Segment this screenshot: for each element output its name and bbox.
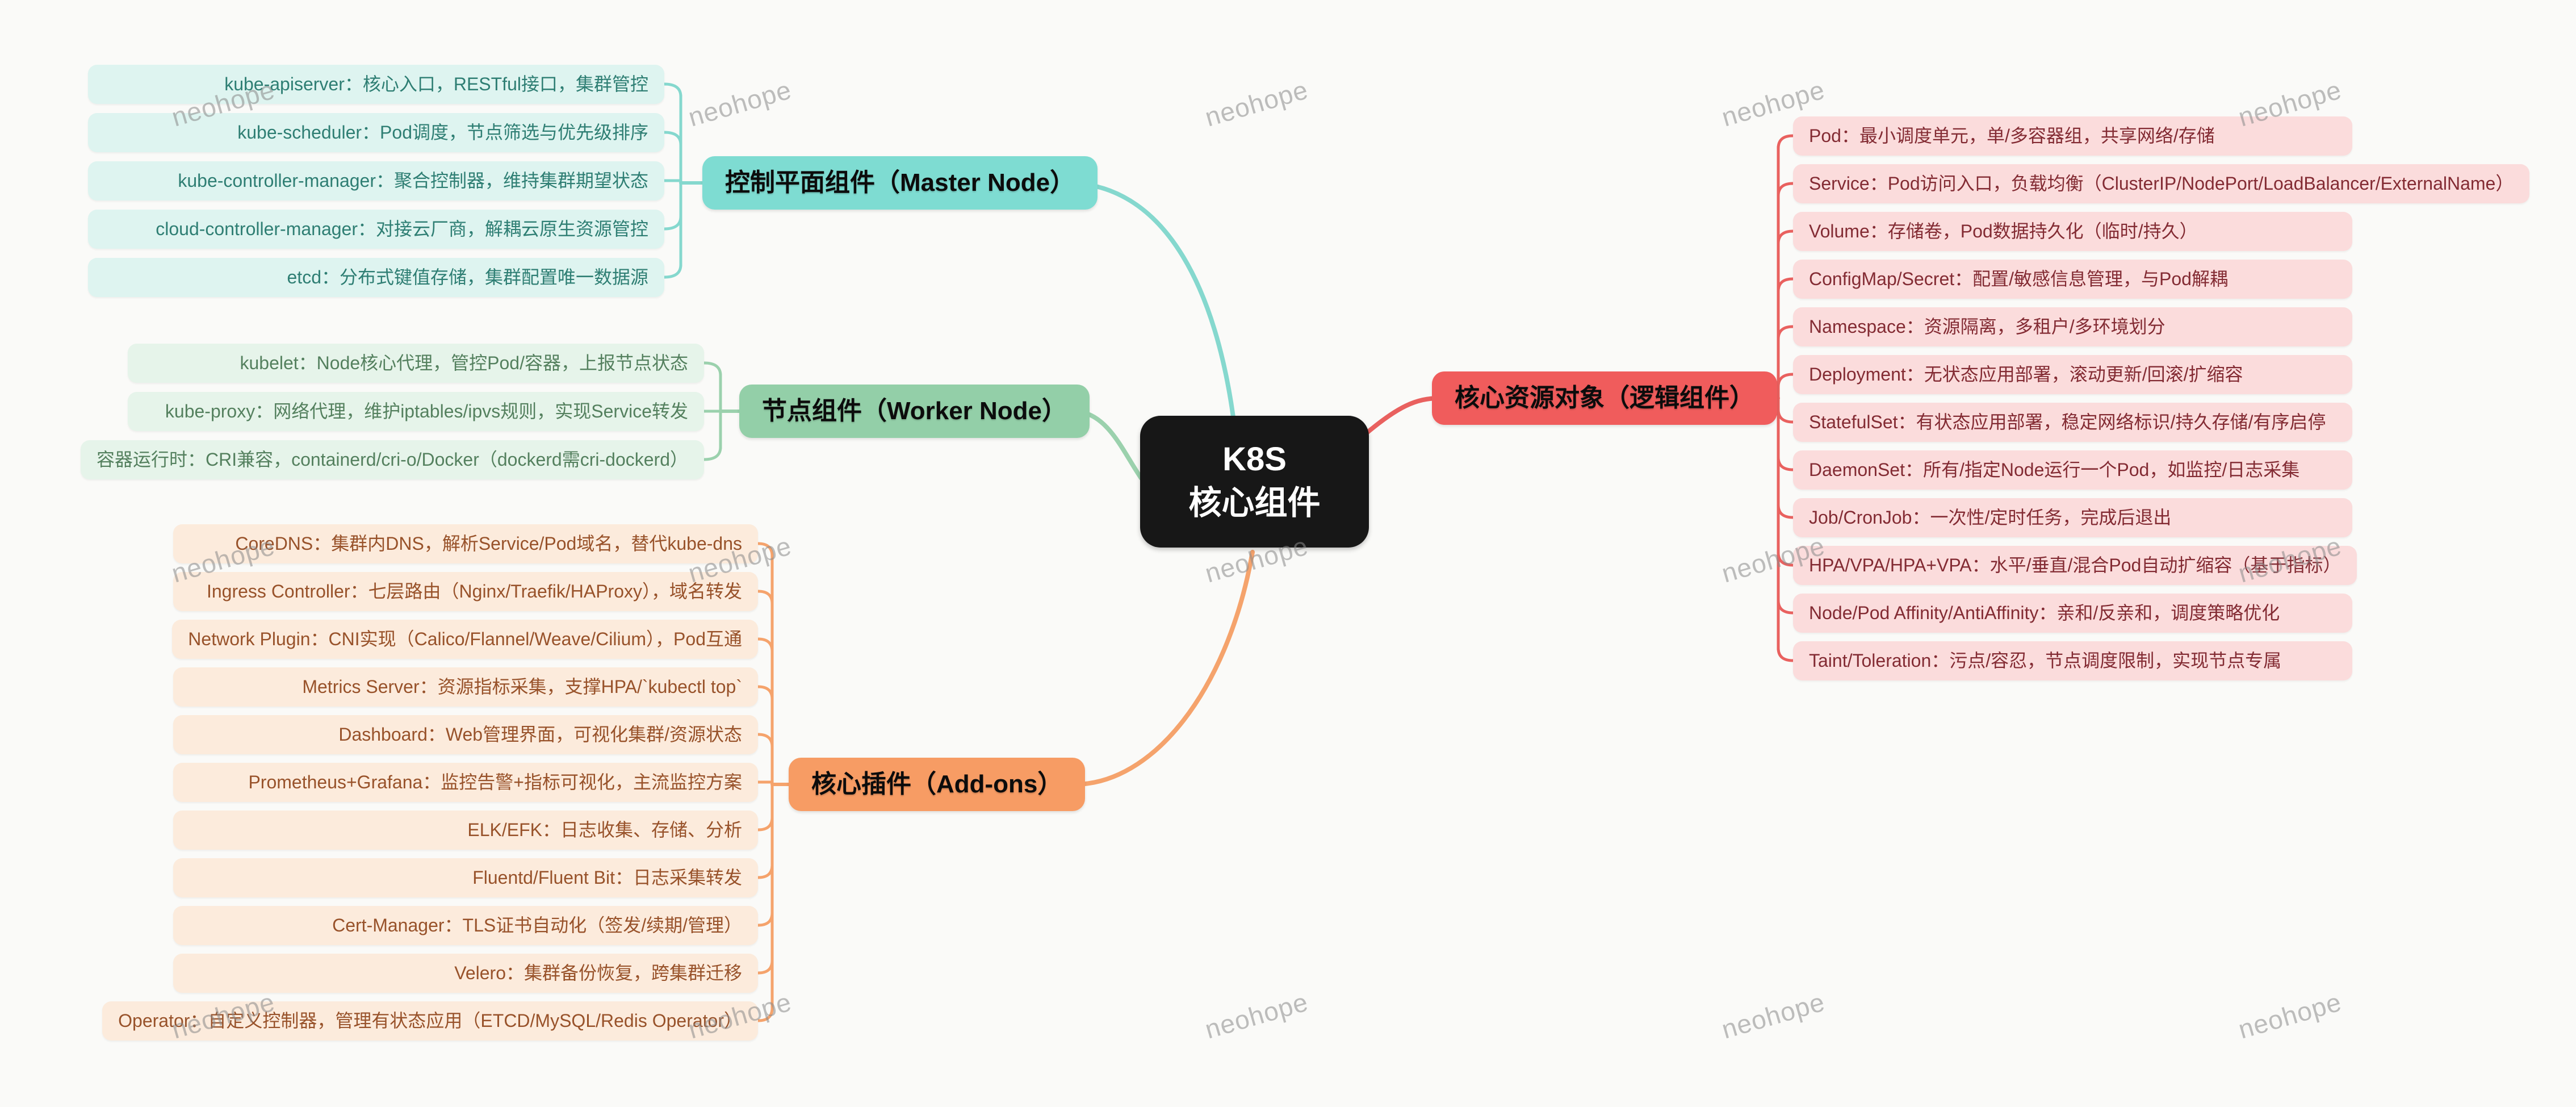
connector-elbow <box>663 215 682 231</box>
mindmap-node-item[interactable]: Service：Pod访问入口，负载均衡（ClusterIP/NodePort/… <box>1793 164 2530 203</box>
connector-elbow <box>1777 646 1795 662</box>
mindmap-node-item[interactable]: Metrics Server：资源指标采集，支撑HPA/`kubectl top… <box>173 667 758 707</box>
mindmap-node-item[interactable]: kube-scheduler：Pod调度，节点筛选与优先级排序 <box>88 113 664 152</box>
connector-elbow <box>663 263 682 279</box>
mindmap-node-item[interactable]: Velero：集群备份恢复，跨集群迁移 <box>173 954 758 993</box>
connector-elbow <box>756 542 774 558</box>
connector-elbow <box>756 590 774 605</box>
connector-elbow <box>702 445 722 461</box>
connector-elbow <box>756 959 774 975</box>
connector-elbow <box>702 361 722 377</box>
mindmap-node-item[interactable]: CoreDNS：集群内DNS，解析Service/Pod域名，替代kube-dn… <box>173 524 758 563</box>
center-title-line1: K8S <box>1222 441 1287 478</box>
connector-elbow <box>1777 182 1795 198</box>
mindmap-node-item[interactable]: Network Plugin：CNI实现（Calico/Flannel/Weav… <box>172 620 758 659</box>
mindmap-node-item[interactable]: StatefulSet：有状态应用部署，稳定网络标识/持久存储/有序启停 <box>1793 403 2352 442</box>
mindmap-node-item[interactable]: Pod：最小调度单元，单/多容器组，共享网络/存储 <box>1793 116 2352 156</box>
mindmap-node-item[interactable]: Operator：自定义控制器，管理有状态应用（ETCD/MySQL/Redis… <box>102 1001 758 1041</box>
mindmap-node-item[interactable]: kube-proxy：网络代理，维护iptables/ipvs规则，实现Serv… <box>128 392 704 431</box>
connector-elbow <box>756 911 774 927</box>
connector-elbow <box>756 733 774 749</box>
branch-heading-worker[interactable]: 节点组件（Worker Node） <box>739 385 1090 438</box>
connector-elbow <box>1777 325 1795 341</box>
mindmap-node-item[interactable]: Ingress Controller：七层路由（Nginx/Traefik/HA… <box>173 572 758 611</box>
mindmap-node-item[interactable]: cloud-controller-manager：对接云厂商，解耦云原生资源管控 <box>88 210 664 249</box>
connector-elbow <box>756 1006 774 1022</box>
connector-elbow <box>756 685 774 701</box>
connector-elbow <box>1777 134 1795 150</box>
connector-main-curve <box>1363 396 1442 436</box>
mindmap-node-item[interactable]: Node/Pod Affinity/AntiAffinity：亲和/反亲和，调度… <box>1793 594 2352 633</box>
mindmap-node-item[interactable]: kubelet：Node核心代理，管控Pod/容器，上报节点状态 <box>128 344 704 383</box>
connector-elbow <box>1777 408 1795 424</box>
branch-items-addons: CoreDNS：集群内DNS，解析Service/Pod域名，替代kube-dn… <box>102 524 758 1041</box>
mindmap-node-item[interactable]: Job/CronJob：一次性/定时任务，完成后退出 <box>1793 498 2352 537</box>
mindmap-node-item[interactable]: Prometheus+Grafana：监控告警+指标可视化，主流监控方案 <box>173 763 758 802</box>
mindmap-node-item[interactable]: etcd：分布式键值存储，集群配置唯一数据源 <box>88 258 664 297</box>
branch-items-master: kube-apiserver：核心入口，RESTful接口，集群管控 kube-s… <box>88 65 664 297</box>
mindmap-node-item[interactable]: kube-controller-manager：聚合控制器，维持集群期望状态 <box>88 161 664 200</box>
branch-heading-addons[interactable]: 核心插件（Add-ons） <box>789 758 1086 811</box>
connector-elbow <box>756 816 774 832</box>
connector-main-curve <box>1071 550 1255 787</box>
connector-elbow <box>1777 277 1795 293</box>
connector-elbow <box>1777 229 1795 245</box>
mindmap-node-item[interactable]: ELK/EFK：日志收集、存储、分析 <box>173 811 758 850</box>
branch-heading-master[interactable]: 控制平面组件（Master Node） <box>702 156 1098 210</box>
connector-elbow <box>1777 599 1795 615</box>
connector-elbow <box>1777 456 1795 471</box>
branch-heading-resources[interactable]: 核心资源对象（逻辑组件） <box>1432 371 1777 425</box>
connector-elbow <box>1777 551 1795 567</box>
center-title-line2: 核心组件 <box>1188 484 1321 521</box>
mindmap-node-item[interactable]: HPA/VPA/HPA+VPA：水平/垂直/混合Pod自动扩缩容（基于指标） <box>1793 546 2357 585</box>
branch-items-worker: kubelet：Node核心代理，管控Pod/容器，上报节点状态 kube-pro… <box>80 344 704 479</box>
mindmap-node-item[interactable]: 容器运行时：CRI兼容，containerd/cri-o/Docker（dock… <box>80 440 704 479</box>
mindmap-node-item[interactable]: Namespace：资源隔离，多租户/多环境划分 <box>1793 307 2352 346</box>
connector-elbow <box>756 863 774 879</box>
mindmap-node-item[interactable]: Taint/Toleration：污点/容忍，节点调度限制，实现节点专属 <box>1793 641 2352 680</box>
connector-elbow <box>1777 503 1795 519</box>
connector-elbow <box>663 82 682 98</box>
connector-elbow <box>1777 373 1795 389</box>
connector-elbow <box>663 131 682 147</box>
mindmap-node-item[interactable]: Dashboard：Web管理界面，可视化集群/资源状态 <box>173 715 758 754</box>
mindmap-node-item[interactable]: kube-apiserver：核心入口，RESTful接口，集群管控 <box>88 65 664 104</box>
mindmap-node-item[interactable]: Fluentd/Fluent Bit：日志采集转发 <box>173 858 758 897</box>
mindmap-node-item[interactable]: Volume：存储卷，Pod数据持久化（临时/持久） <box>1793 212 2352 251</box>
connector-main-curve <box>1071 181 1235 419</box>
branch-items-resources: Pod：最小调度单元，单/多容器组，共享网络/存储 Service：Pod访问入口… <box>1793 116 2530 680</box>
connector-elbow <box>756 637 774 653</box>
mindmap-node-item[interactable]: Deployment：无状态应用部署，滚动更新/回滚/扩缩容 <box>1793 355 2352 394</box>
center-node[interactable]: K8S 核心组件 <box>1140 416 1369 548</box>
mindmap-node-item[interactable]: ConfigMap/Secret：配置/敏感信息管理，与Pod解耦 <box>1793 260 2352 299</box>
mindmap-node-item[interactable]: Cert-Manager：TLS证书自动化（签发/续期/管理） <box>173 906 758 945</box>
mindmap-node-item[interactable]: DaemonSet：所有/指定Node运行一个Pod，如监控/日志采集 <box>1793 450 2352 490</box>
